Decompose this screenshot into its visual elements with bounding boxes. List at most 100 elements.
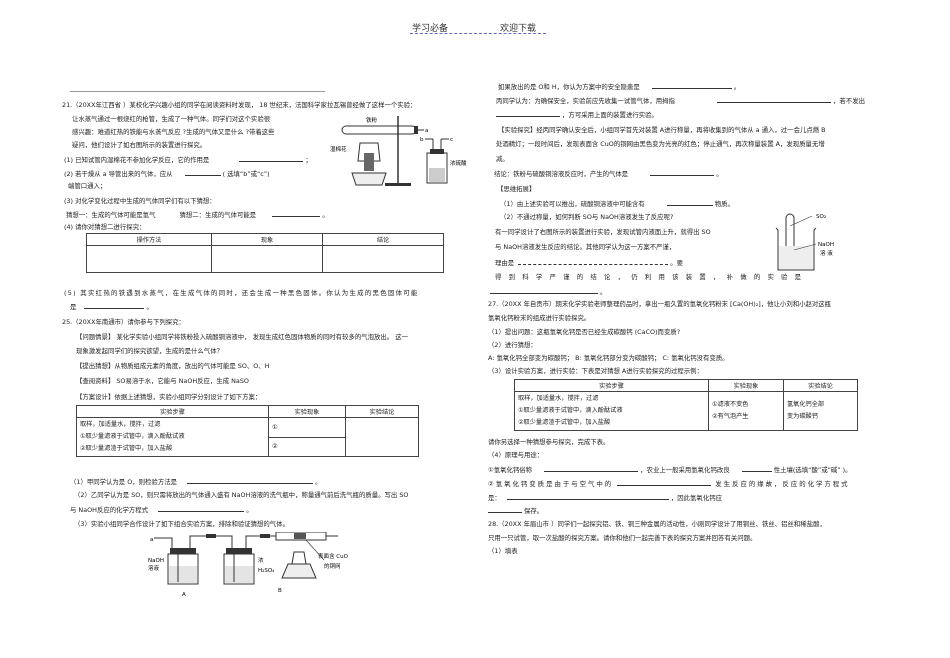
- answer-blank[interactable]: [651, 82, 732, 89]
- q21-table: 操作方法 现象 结论: [86, 233, 444, 273]
- q21-title: 21.（20XX年江西省 ）某校化学兴趣小组的同学在阅读资料时发现， 18 世纪…: [62, 101, 417, 109]
- q21-p2-line2: 端管口通入；: [68, 182, 107, 190]
- explore2: 处酒精灯；一段时间后，发现表面含 CuO的铜网由黑色变为光亮的红色；停止通气，再…: [496, 140, 825, 148]
- explore: 【实验探究】经丙同学确认安全后，小组同学首先对装置 A进行称量，再将收集到的气体…: [498, 126, 826, 134]
- iron-steam-apparatus-figure: 铁粉 湿棉花 a b c 浓硫酸: [330, 116, 467, 186]
- q25-s2-line2: 与 NaOH反应的化学方程式 。: [70, 505, 253, 514]
- q25-table: 实验步骤 实验现象 实验结论 取样，加适量水，搅拌，过滤 ①取少量滤液于试管中，…: [76, 405, 419, 457]
- r3: ，方可采用上面的装置进行实验。: [496, 110, 658, 119]
- q25-s1: （1）甲同学认为是 O，则检验方法是 。: [70, 477, 322, 486]
- answer-blank[interactable]: [650, 169, 715, 176]
- q21-p3: (3) 对化学变化过程中生成的气体同学们有以下猜想：: [64, 197, 216, 205]
- answer-blank[interactable]: [184, 169, 221, 176]
- extend-heading: 【思维拓展】: [497, 185, 536, 193]
- q25-design: 【方案设计】依据上述猜想，实验小组同学分别设计了如下方案：: [76, 393, 262, 401]
- q27-s1: （1）提出问题：这瓶氢氧化钙是否已经生成碳酸钙 (CaCO)而变质?: [488, 328, 681, 336]
- so2-beaker-figure: SO₂ NaOH 溶 液: [775, 213, 834, 271]
- q21-line2: 让水蒸气通过一根烧红的枪管，生成了一种气体。同学们对这个实验很: [72, 115, 271, 123]
- svg-text:a: a: [425, 128, 428, 134]
- answer-blank[interactable]: [716, 96, 831, 103]
- svg-text:浓: 浓: [258, 556, 264, 564]
- q27-s2: （2）进行猜想：: [488, 341, 537, 349]
- e3: 有一同学设计了右图所示的装置进行实验，发现试管内液面上升，就得出 SO: [495, 228, 711, 236]
- conclusion: 结论：铁粉与硫酸铜溶液反应时，产生的气体是 。: [494, 169, 723, 178]
- q21-p1: (1) 已知试管内湿棉花不参加化学反应，它的作用是 ；: [64, 155, 312, 164]
- svg-text:NaOH: NaOH: [818, 242, 834, 248]
- answer-blank[interactable]: [239, 155, 304, 162]
- q21-p4: (4) 请你对猜想二进行探究：: [64, 223, 146, 231]
- answer-blank[interactable]: [544, 465, 639, 472]
- q27-guesses: A: 氢氧化钙全部变为碳酸钙； B: 氢氧化钙部分变为碳酸钙； C: 氢氧化钙没…: [488, 354, 729, 362]
- answer-blank[interactable]: [490, 287, 598, 294]
- q25-hypothesis: 【提出猜想】从物质组成元素的角度，放出的气体可能是 SO、O、H: [76, 362, 270, 370]
- label-cotton: 湿棉花: [330, 145, 347, 153]
- svg-text:H₂SO₄: H₂SO₄: [258, 568, 275, 574]
- header-right: 欢迎下载: [500, 24, 537, 34]
- answer-blank[interactable]: [488, 506, 522, 513]
- svg-text:a: a: [150, 537, 153, 543]
- explore3: 减。: [496, 155, 509, 163]
- q27-s4: （4）原理与用途：: [488, 451, 544, 459]
- top-divider: [70, 91, 325, 92]
- q27-title2: 氢氧化钙粉末的组成进行实验探究。: [488, 314, 591, 322]
- answer-blank[interactable]: [158, 505, 245, 512]
- svg-text:NaOH: NaOH: [148, 558, 164, 564]
- q27-u3: 是： ，因此氢氧化钙应: [488, 493, 722, 502]
- svg-text:的铜网: 的铜网: [324, 562, 341, 570]
- answer-blank[interactable]: [518, 258, 669, 265]
- table-cell[interactable]: [322, 245, 444, 273]
- q27-s3: （3）设计实验方案，进行实验：下表是对猜想 A进行实验探究的过程示例：: [488, 367, 703, 375]
- q25-s3: （3）实验小组同学合作设计了如下组合实验方案，排除和验证猜想的气体。: [74, 520, 289, 528]
- answer-blank[interactable]: [272, 210, 321, 217]
- label-acid: 浓硫酸: [450, 159, 467, 167]
- q27-u2: ②氢氧化钙变质是由于与空气中的 发生反应的缘故，反应的化学方程式: [488, 479, 850, 488]
- q21-p5-line2: 是 。: [70, 302, 153, 311]
- r1: 如果放出的是 O和 H，你认为方案中的安全隐患是 。: [498, 82, 741, 91]
- e1: （1）由上述实验可以推出，硫酸铜溶液中可能含有 物质。: [500, 199, 734, 208]
- q25-scenario2: 现象激发起同学们的探究欲望，生成的是什么气体？: [76, 347, 223, 355]
- svg-text:SO₂: SO₂: [816, 214, 826, 220]
- obs-cell-1[interactable]: ①: [268, 417, 346, 438]
- q27-u1: ①氢氧化钙俗称 ，农业上一般采用氢氧化钙改良 性土壤(选填“酸”或“碱” )。: [488, 465, 852, 474]
- e7: 。: [490, 287, 606, 296]
- svg-text:c: c: [450, 137, 453, 143]
- q27-after: 请你另选择一种猜想参与探究，完成下表。: [488, 438, 610, 446]
- q21-p5: (5) 其实红热的铁遇到水蒸气，在生成气体的同时，还会生成一种黑色固体。你认为生…: [64, 289, 419, 297]
- q25-scenario: 【问题情景】 某化学实验小组同学将铁粉投入硫酸铜溶液中， 发现生成红色固体物质的…: [76, 333, 409, 341]
- q21-line3: 感兴趣：难道红热的铁能与水蒸气反应 ?生成的气体又是什么 ?带着这些: [72, 128, 275, 136]
- answer-blank[interactable]: [617, 479, 712, 486]
- r2: 丙同学认为：为确保安全，实验前应先收集一试管气体，用拇指 ，若不发出: [496, 96, 865, 105]
- q25-reference: 【查阅资料】 SO易溶于水，它能与 NaOH反应，生成 NaSO: [76, 377, 249, 385]
- q28-line2: 只用一只试管，取一次盐酸的探究方案。请你和他们一起完善下表的探究方案并回答有关问…: [488, 534, 757, 542]
- svg-text:A: A: [182, 592, 186, 598]
- q27-table: 实验步骤 实验现象 实验结论 取样，加适量水，搅拌，过滤 ①取少量滤液于试管中，…: [514, 379, 858, 431]
- e4: 与 NaOH溶液发生反应的结论。其他同学认为这一方案不严谨，: [495, 243, 676, 251]
- q21-guesses: 猜想一：生成的气体可能是氢气 猜想二：生成的气体可能是 。: [66, 210, 329, 219]
- q27-title: 27.（20XX 年自贡市）期末化学实验老师整理药品时，拿出一瓶久置的氢氧化钙粉…: [488, 300, 832, 308]
- obs-cell-2[interactable]: ②: [268, 436, 346, 457]
- svg-text:B: B: [278, 588, 282, 594]
- q28-s1: （1）填表: [488, 547, 518, 555]
- answer-blank[interactable]: [187, 477, 314, 484]
- q25-title: 25.（20XX年南通市）请你参与下列探究：: [62, 318, 185, 326]
- answer-blank[interactable]: [741, 465, 772, 472]
- q28-title: 28.（20XX 年眉山市 ）同学们一起探究铝、铁、铜三种金属的活动性，小刚同学…: [488, 520, 826, 528]
- svg-text:表面含 CuO: 表面含 CuO: [318, 552, 349, 560]
- conclusion-cell[interactable]: [345, 417, 419, 457]
- e5: 理由是 。要: [495, 258, 684, 267]
- gas-test-apparatus-figure: a NaOH 溶液 浓 H₂SO₄ A B 表面含 CuO 的铜网: [148, 532, 349, 598]
- page-header: 学习必备 欢迎下载: [410, 21, 546, 34]
- table-cell[interactable]: [211, 245, 323, 273]
- table-cell[interactable]: [86, 245, 212, 273]
- label-iron: 铁粉: [366, 116, 378, 124]
- answer-blank[interactable]: [496, 110, 560, 117]
- e2: （2）不通过称量，如何判断 SO与 NaOH溶液发生了反应呢?: [500, 213, 674, 221]
- svg-text:溶 液: 溶 液: [820, 249, 833, 257]
- e6: 得 到 科 学 严 谨 的 结 论 ， 仍 利 用 该 装 置 ， 补 做 的 …: [495, 273, 804, 281]
- answer-blank[interactable]: [84, 302, 145, 309]
- q21-line4: 疑问，他们设计了如右图所示的装置进行探究。: [72, 141, 207, 149]
- answer-blank[interactable]: [666, 199, 713, 206]
- answer-blank[interactable]: [506, 493, 669, 500]
- q27-u4: 保存。: [488, 506, 543, 515]
- q21-p2: (2) 若干燥从 a 导管出来的气体，应从 ( 选填“b”或“c”): [64, 169, 270, 178]
